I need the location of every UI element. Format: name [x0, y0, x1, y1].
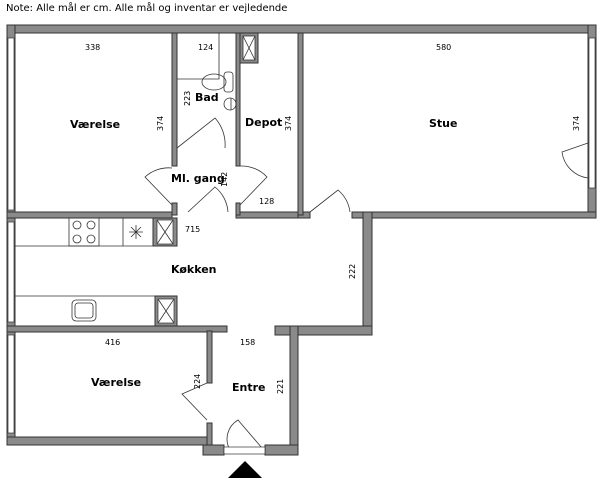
dim-vaerelse-top-depth: 374 [156, 116, 165, 131]
room-label-vaerelse-top: Værelse [70, 118, 120, 131]
dim-entre-depth: 221 [276, 379, 285, 394]
room-label-kokken: Køkken [171, 263, 217, 276]
toilet-icon [201, 71, 234, 93]
room-label-depot: Depot [245, 116, 282, 129]
room-label-stue: Stue [429, 117, 457, 130]
disclaimer-note: Note: Alle mål er cm. Alle mål og invent… [6, 3, 288, 14]
stue-door [309, 189, 351, 213]
room-label-gang: Ml. gang [171, 172, 225, 185]
vaerelse-bottom-door [181, 382, 208, 421]
balcony-door [561, 142, 589, 179]
depot-door [239, 165, 268, 206]
fixtures [15, 33, 589, 455]
dim-vaerelse-top-width: 338 [85, 43, 100, 52]
dim-kokken-width: 715 [185, 225, 200, 234]
sink-icon [223, 97, 237, 111]
gang-door [187, 186, 229, 213]
walls [6, 24, 597, 456]
dim-bad-depth: 223 [183, 91, 192, 106]
dim-depot-depth: 374 [284, 116, 293, 131]
dim-gang-depth: 142 [220, 172, 229, 187]
dim-stue-width: 580 [436, 43, 451, 52]
dim-vaerelse-bottom-width: 416 [105, 338, 120, 347]
dim-bad-width: 124 [198, 43, 213, 52]
vaerelse-door [144, 167, 173, 206]
dim-depot-width: 128 [259, 197, 274, 206]
kitchen-sink-icon [71, 299, 97, 322]
room-label-bad: Bad [195, 91, 219, 104]
room-label-vaerelse-bottom: Værelse [91, 376, 141, 389]
dim-vaerelse-bottom-depth: 224 [193, 374, 202, 389]
windows [7, 37, 596, 434]
dim-kokken-depth: 222 [348, 264, 357, 279]
dim-entre-width: 158 [240, 338, 255, 347]
fan-icon [129, 225, 143, 239]
dim-stue-depth: 374 [572, 116, 581, 131]
bad-door [176, 117, 226, 149]
entrance-arrow-icon [228, 461, 262, 478]
stove-icon [68, 217, 100, 247]
entrance-door [226, 419, 263, 451]
room-label-entre: Entre [232, 381, 266, 394]
